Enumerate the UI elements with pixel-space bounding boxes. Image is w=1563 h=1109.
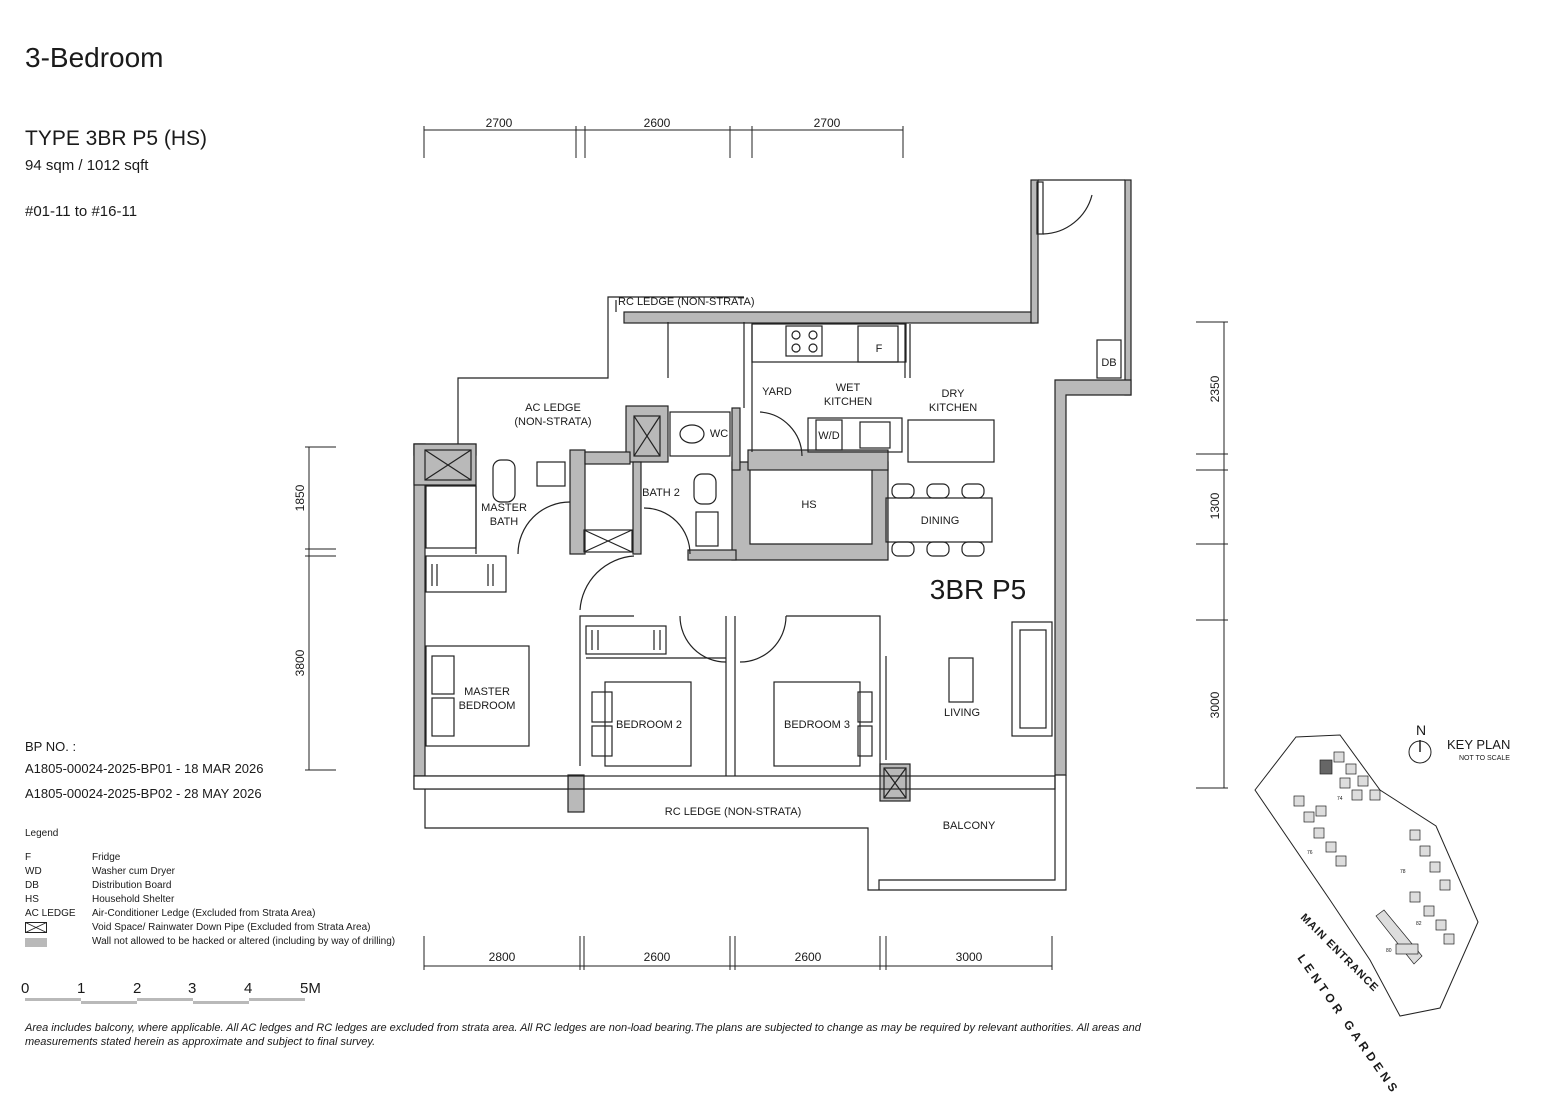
dining-label: DINING xyxy=(921,515,960,527)
legend-title: Legend xyxy=(25,828,59,839)
bedroom3-label: BEDROOM 3 xyxy=(784,719,850,731)
legend-key: HS xyxy=(25,894,39,905)
scale-tick: 5M xyxy=(300,980,321,997)
scale-tick: 4 xyxy=(244,980,253,997)
legend-desc: Distribution Board xyxy=(92,880,172,891)
key-plan-subtitle: NOT TO SCALE xyxy=(1459,755,1510,762)
page-title: 3-Bedroom xyxy=(25,42,164,73)
dim-bottom: 2800 xyxy=(489,950,516,964)
dimension-labels: 2700 2600 2700 2800 2600 2600 3000 1850 … xyxy=(293,116,1222,964)
balcony-label: BALCONY xyxy=(943,820,996,832)
master-bath-label: BATH xyxy=(490,516,519,528)
dry-kitchen-label: KITCHEN xyxy=(929,402,977,414)
master-bedroom-label: BEDROOM xyxy=(459,700,516,712)
unit-area: 94 sqm / 1012 sqft xyxy=(25,157,149,174)
block-label: 76 xyxy=(1307,850,1313,856)
master-bedroom-label: MASTER xyxy=(464,686,510,698)
scale-bar xyxy=(25,998,305,1004)
unit-label: 3BR P5 xyxy=(930,574,1027,605)
rc-ledge-bottom-label: RC LEDGE (NON-STRATA) xyxy=(665,806,802,818)
dim-top: 2700 xyxy=(486,116,513,130)
block-label: 82 xyxy=(1416,921,1422,927)
dim-top: 2600 xyxy=(644,116,671,130)
master-bath-label: MASTER xyxy=(481,502,527,514)
legend-desc: Washer cum Dryer xyxy=(92,866,175,877)
room-labels: RC LEDGE (NON-STRATA) AC LEDGE (NON-STRA… xyxy=(459,296,1117,832)
bath2-label: BATH 2 xyxy=(642,487,680,499)
unit-range: #01-11 to #16-11 xyxy=(25,203,138,220)
structural-walls xyxy=(413,179,1132,813)
key-plan: MAIN ENTRANCE LENTOR GARDENS N KEY PLAN … xyxy=(1254,722,1510,1098)
scale-tick: 1 xyxy=(77,980,86,997)
legend-desc: Void Space/ Rainwater Down Pipe (Exclude… xyxy=(92,922,371,933)
legend-key: AC LEDGE xyxy=(25,908,76,919)
bp-label: BP NO. : xyxy=(25,739,77,754)
dim-left: 1850 xyxy=(293,484,307,511)
legend-desc: Wall not allowed to be hacked or altered… xyxy=(92,936,396,947)
wet-kitchen-label: WET xyxy=(836,382,861,394)
unit-type: TYPE 3BR P5 (HS) xyxy=(25,127,208,150)
block-label: 80 xyxy=(1386,948,1392,954)
bp-item: A1805-00024-2025-BP01 - 18 MAR 2026 xyxy=(25,761,264,776)
scale-tick: 2 xyxy=(133,980,142,997)
north-label: N xyxy=(1416,722,1426,738)
scale-tick: 3 xyxy=(188,980,197,997)
dim-top: 2700 xyxy=(814,116,841,130)
dim-bottom: 2600 xyxy=(644,950,671,964)
living-label: LIVING xyxy=(944,707,980,719)
dim-left: 3800 xyxy=(293,649,307,676)
legend-desc: Fridge xyxy=(92,852,121,863)
bedroom2-label: BEDROOM 2 xyxy=(616,719,682,731)
legend-key: F xyxy=(25,852,32,863)
dim-right: 1300 xyxy=(1208,492,1222,519)
yard-label: YARD xyxy=(762,386,792,398)
legend-desc: Household Shelter xyxy=(92,894,175,905)
dim-bottom: 2600 xyxy=(795,950,822,964)
dim-bottom: 3000 xyxy=(956,950,983,964)
rc-ledge-top-label: RC LEDGE (NON-STRATA) xyxy=(618,296,755,308)
hs-label: HS xyxy=(801,499,816,511)
outline-lines xyxy=(413,179,1125,891)
wc-label: WC xyxy=(710,428,728,440)
block-label: 78 xyxy=(1400,869,1406,875)
dimension-lines xyxy=(305,126,1228,970)
void-space-icon xyxy=(25,922,47,933)
wall-swatch-icon xyxy=(25,938,47,947)
footnote: Area includes balcony, where applicable.… xyxy=(25,1022,1141,1048)
legend-key: WD xyxy=(25,866,42,877)
wet-kitchen-label: KITCHEN xyxy=(824,396,872,408)
fridge-label: F xyxy=(876,343,883,355)
dim-right: 2350 xyxy=(1208,375,1222,402)
block-label: 74 xyxy=(1337,796,1343,802)
bp-item: A1805-00024-2025-BP02 - 28 MAY 2026 xyxy=(25,786,262,801)
ac-ledge-label: (NON-STRATA) xyxy=(514,416,591,428)
dim-right: 3000 xyxy=(1208,691,1222,718)
key-plan-title: KEY PLAN xyxy=(1447,737,1510,752)
scale-tick: 0 xyxy=(21,980,30,997)
legend-key: DB xyxy=(25,880,39,891)
wd-label: W/D xyxy=(818,430,839,442)
dry-kitchen-label: DRY xyxy=(941,388,965,400)
legend-desc: Air-Conditioner Ledge (Excluded from Str… xyxy=(92,908,316,919)
db-label: DB xyxy=(1101,357,1116,369)
ac-ledge-label: AC LEDGE xyxy=(525,402,581,414)
